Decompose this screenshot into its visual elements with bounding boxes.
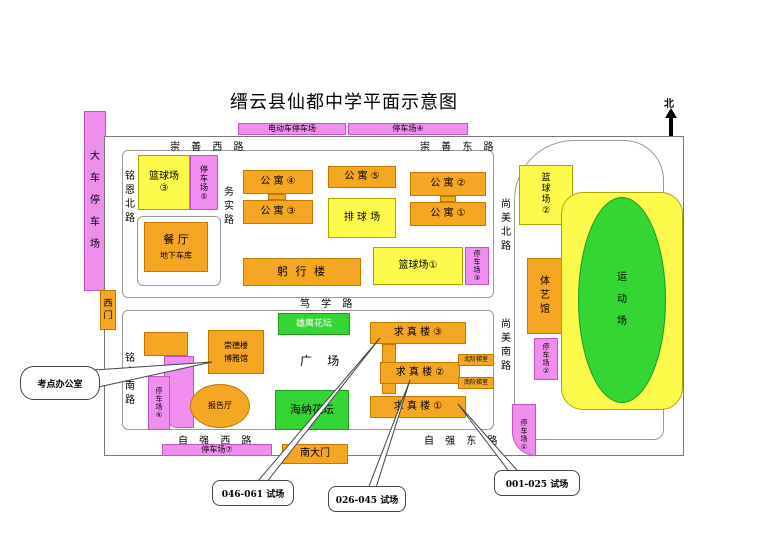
north-lecture-room: 北阶梯室 — [458, 354, 494, 366]
west-gate: 西门 — [100, 290, 116, 330]
volleyball-court: 排 球 场 — [328, 198, 396, 238]
road-chongshan-west: 崇 善 西 路 — [170, 142, 248, 153]
lecture-hall: 报告厅 — [190, 384, 250, 428]
road-shangmei-south: 尚美南路 — [501, 319, 511, 372]
parking-3: 停车场③ — [465, 247, 489, 285]
north-arrow-icon — [665, 108, 677, 142]
rooms-046-061-callout: 046-061 试场 — [212, 480, 294, 506]
parking-5: 停车场⑤ — [190, 155, 218, 210]
qiuzhen-building-2: 求 真 楼 ② — [380, 362, 460, 384]
parking-7: 停车场⑦ — [162, 444, 272, 456]
parking-4: 停车场④ — [348, 123, 468, 135]
rooms-026-045-callout: 026-045 试场 — [328, 486, 406, 512]
rooms-001-025-callout: 001-025 试场 — [494, 470, 580, 496]
ebike-parking: 电动车停车场 — [238, 123, 346, 135]
stadium-field: 运动场 — [578, 197, 666, 403]
road-shangmei-north: 尚美北路 — [501, 199, 511, 252]
qiuzhen-building-1: 求 真 楼 ① — [370, 396, 466, 418]
qiuzhen-building-3: 求 真 楼 ③ — [370, 322, 466, 344]
road-ziqiang-west: 自 强 西 路 — [178, 436, 256, 447]
chongde-bowen-building: 崇德楼 博雅馆 — [208, 330, 264, 374]
xiongying-garden: 雄鹰花坛 — [278, 313, 350, 335]
apartment-4: 公 寓 ④ — [243, 170, 313, 194]
sports-art-hall: 体艺馆 — [527, 258, 563, 334]
map-title: 缙云县仙都中学平面示意图 — [230, 92, 458, 113]
west-wing-building — [144, 332, 188, 356]
gongxing-building: 躬 行 楼 — [243, 258, 361, 286]
road-chongshan-east: 崇 善 东 路 — [420, 142, 498, 153]
apartment-5: 公 寓 ⑤ — [328, 166, 396, 188]
square: 广 场 — [300, 354, 340, 368]
road-mingen-north: 铭恩北路 — [125, 171, 135, 224]
parking-6: 停车场⑥ — [148, 376, 170, 430]
apartment-2: 公 寓 ② — [410, 172, 486, 196]
parking-2: 停车场② — [534, 338, 558, 380]
north-label: 北 — [664, 99, 674, 110]
south-lecture-room: 南阶梯室 — [458, 377, 494, 389]
apartment-link-12 — [440, 196, 456, 202]
basketball-court-2: 篮球场② — [519, 165, 573, 225]
exam-office-callout: 考点办公室 — [20, 366, 100, 400]
canteen: 餐 厅 地下车库 — [144, 222, 208, 272]
basketball-court-1: 篮球场① — [373, 247, 463, 285]
basketball-court-3: 篮球场 ③ — [138, 155, 190, 210]
apartment-1: 公 寓 ① — [410, 202, 486, 226]
apartment-3: 公 寓 ③ — [243, 200, 313, 224]
road-wushi: 务实路 — [224, 187, 234, 226]
apartment-link-34 — [268, 194, 286, 200]
big-vehicle-parking: 大车停车场 — [84, 111, 106, 291]
road-ziqiang-east: 自 强 东 路 — [424, 436, 502, 447]
road-duxue: 笃 学 路 — [300, 299, 357, 310]
